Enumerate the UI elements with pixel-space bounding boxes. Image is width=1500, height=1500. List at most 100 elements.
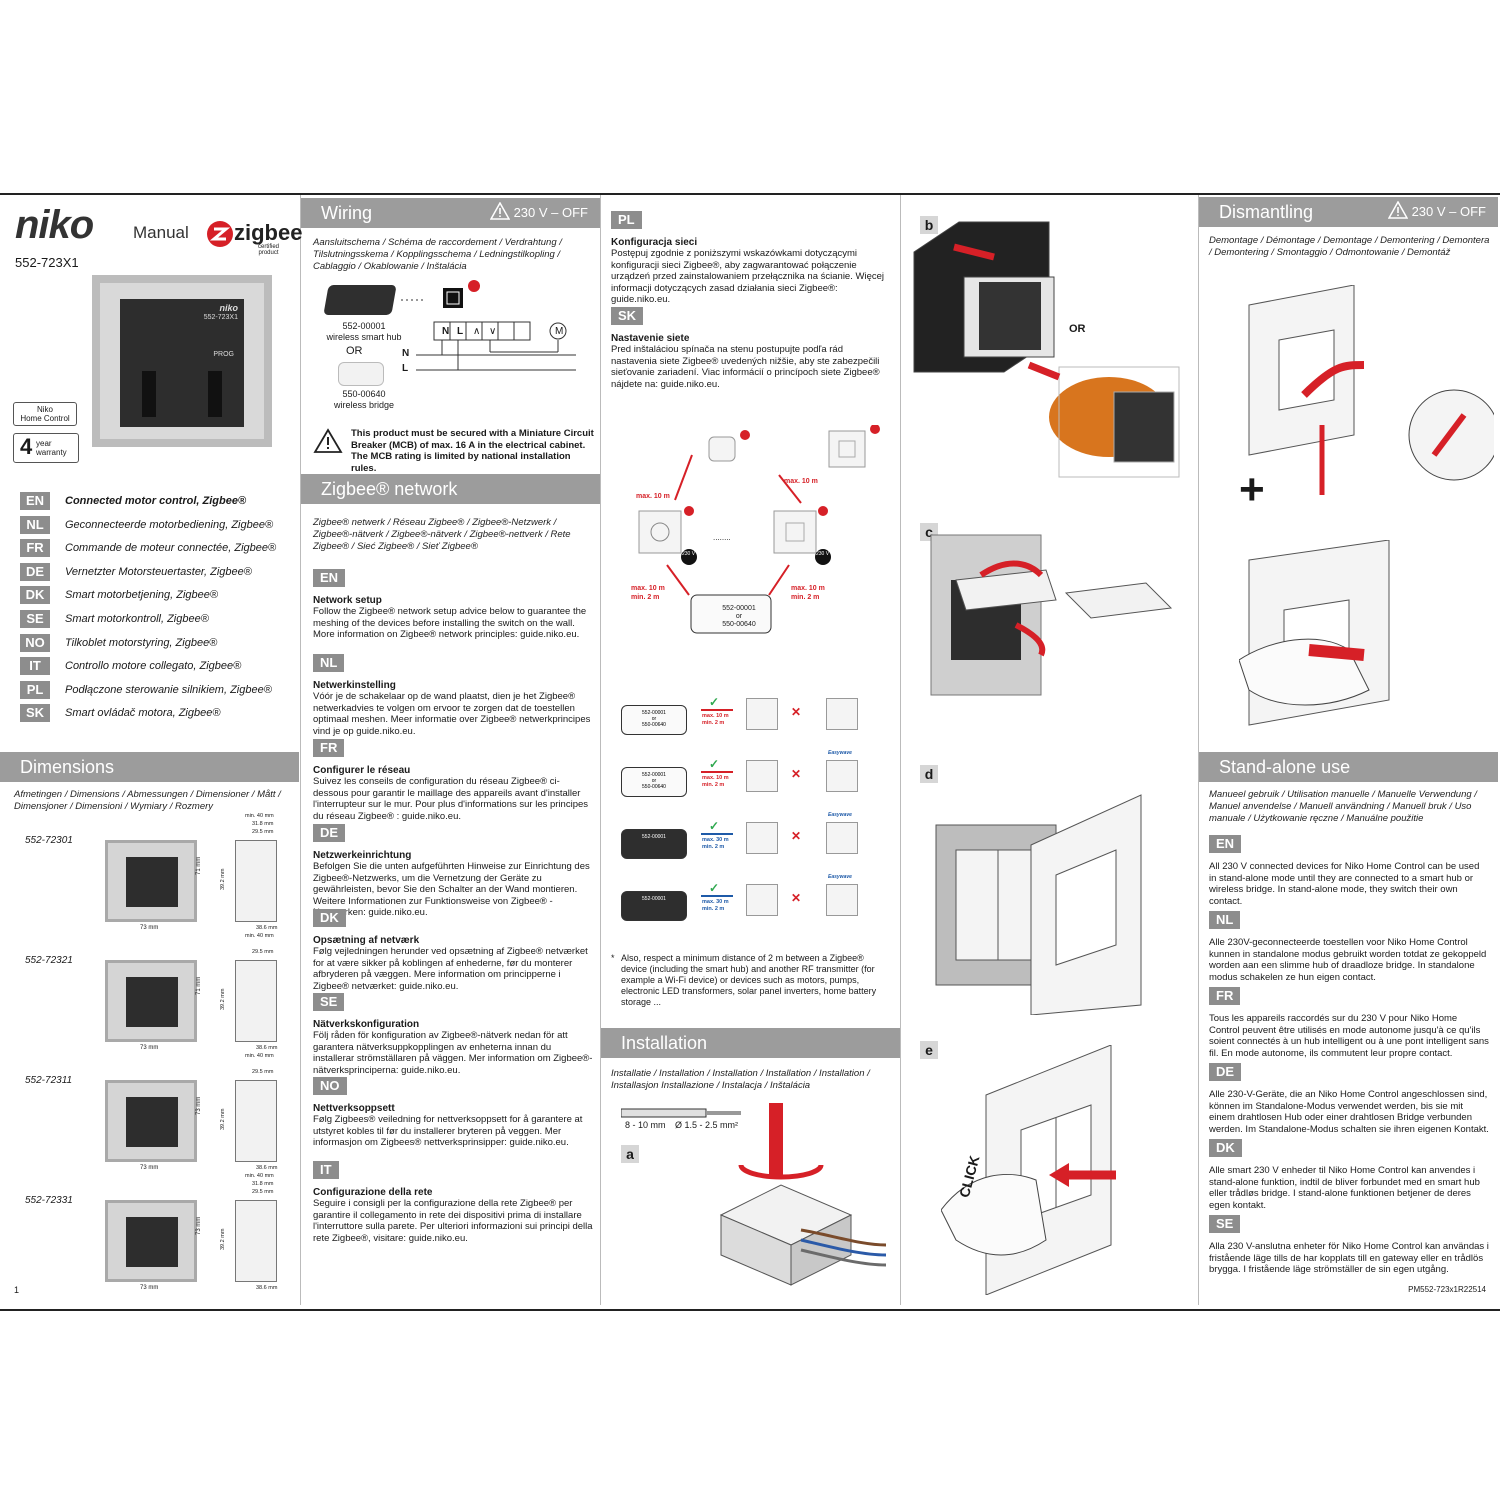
page-number: 1 <box>14 1285 20 1295</box>
wiring-schematic <box>401 280 576 371</box>
strip-length: 8 - 10 mm <box>625 1120 666 1130</box>
dimension-device-core <box>126 1097 178 1147</box>
mesh-or: or <box>735 613 743 620</box>
section-language-tag: SE <box>1209 1215 1241 1233</box>
range-min-distance: min. 2 m <box>702 844 725 850</box>
section-body: Alle smart 230 V enheder til Niko Home C… <box>1209 1165 1480 1211</box>
device-model: 552-723X1 <box>203 314 238 321</box>
column-divider <box>600 195 601 1305</box>
section-body: Tous les appareils raccordés sur du 230 … <box>1209 1013 1489 1059</box>
section-heading: Configurer le réseau <box>313 765 411 776</box>
section-language-tag: NL <box>1209 911 1241 929</box>
dismantling-warning-text: 230 V – OFF <box>1411 204 1486 219</box>
installation-title: Installation <box>621 1033 708 1053</box>
hub-ref: 552-00001 <box>342 321 386 331</box>
installation-header: Installation <box>601 1028 900 1058</box>
mesh-hub-ref: 552-00001 <box>722 605 756 612</box>
range-or: or <box>651 778 657 784</box>
dimension-device-core <box>126 1217 178 1267</box>
range-bridge-ref: 550-00640 <box>642 722 666 728</box>
mesh-dist-3: max. 10 m <box>631 585 665 592</box>
zigbee-logo: zigbee certified product <box>206 220 302 256</box>
standalone-title: Stand-alone use <box>1219 757 1351 777</box>
dimension-width: 73 mm <box>140 925 159 931</box>
warranty-badge: 4 year warranty <box>13 433 79 463</box>
dimension-depth-5: 39.2 mm <box>220 868 226 890</box>
range-hub-ref: 552-00001 <box>642 710 666 716</box>
mesh-bridge-ref: 550-00640 <box>722 621 756 628</box>
section-body: Pred inštaláciou spínača na stenu postup… <box>611 344 880 390</box>
section-language-tag: SE <box>313 993 345 1011</box>
dismantling-plus: + <box>1239 465 1265 514</box>
nhc-badge: Niko Home Control <box>13 402 77 426</box>
niko-logo: niko <box>15 203 94 247</box>
section-body: Alle 230V-geconnecteerde toestellen voor… <box>1209 937 1487 983</box>
cross-icon: ✕ <box>791 767 802 781</box>
section-body: Vóór je de schakelaar op de wand plaatst… <box>313 691 591 737</box>
section-language-tag: FR <box>1209 987 1241 1005</box>
dismantling-subtitle: Demontage / Démontage / Demontage / Demo… <box>1209 235 1490 258</box>
standalone-section: SE Alla 230 V-anslutna enheter för Niko H… <box>1209 1215 1489 1276</box>
dimension-depth-3: 29.5 mm <box>252 1189 274 1195</box>
column-divider <box>1198 195 1199 1305</box>
dimension-depth-min: min. 40 mm <box>245 813 274 819</box>
check-icon: ✓ <box>709 757 720 771</box>
section-heading: Konfiguracja sieci <box>611 237 698 248</box>
standalone-section: NL Alle 230V-geconnecteerde toestellen vo… <box>1209 911 1489 983</box>
dimension-front-view <box>105 840 197 922</box>
dimension-ref: 552-72311 <box>25 1075 73 1086</box>
step-e-illustration <box>941 1045 1116 1295</box>
dimensions-subtitle: Afmetingen / Dimensions / Abmessungen / … <box>14 789 281 812</box>
check-icon: ✓ <box>709 881 720 895</box>
dimension-front-view <box>105 1080 197 1162</box>
range-hub: 552-00001 <box>621 891 687 921</box>
section-language-tag: DE <box>1209 1063 1242 1081</box>
language-code: DK <box>20 586 50 605</box>
range-hub-ref: 552-00001 <box>642 834 666 840</box>
dimension-depth-2: 31.8 mm <box>252 821 274 827</box>
footnote-mark: * <box>611 953 615 963</box>
dimension-front-view <box>105 960 197 1042</box>
section-heading: Network setup <box>313 595 382 606</box>
dimension-width: 73 mm <box>140 1165 159 1171</box>
wiring-warning: 230 V – OFF <box>489 198 588 228</box>
section-heading: Configurazione della rete <box>313 1187 433 1198</box>
language-code: EN <box>20 492 50 510</box>
range-distance: max. 10 m <box>702 775 729 781</box>
wiring-or: OR <box>346 345 363 357</box>
check-icon: ✓ <box>709 695 720 709</box>
dimension-ref: 552-72321 <box>25 955 73 966</box>
section-heading: Opsætning af netværk <box>313 935 420 946</box>
document-code: PM552-723x1R22514 <box>1408 1285 1486 1294</box>
language-code: SE <box>20 610 50 628</box>
bridge-ref: 550-00640 <box>342 389 386 399</box>
section-body: Följ råden för konfiguration av Zigbee®-… <box>313 1030 593 1076</box>
section-body: Alla 230 V-anslutna enheter för Niko Hom… <box>1209 1241 1489 1275</box>
range-arrow <box>701 895 733 897</box>
dimension-front-view <box>105 1200 197 1282</box>
section-heading: Netwerkinstelling <box>313 680 396 691</box>
dimension-depth-4: 38.6 mm <box>256 925 278 931</box>
section-body: Seguire i consigli per la configurazione… <box>313 1198 593 1244</box>
language-product-name: Vernetzter Motorsteuertaster, Zigbee® <box>65 565 252 578</box>
language-product-name: Podłączone sterowanie silnikiem, Zigbee® <box>65 683 272 696</box>
wiring-subtitle: Aansluitschema / Schéma de raccordement … <box>313 237 562 272</box>
zigbee-header: Zigbee® network <box>301 474 600 504</box>
dimension-depth-5: 39.2 mm <box>220 988 226 1010</box>
mesh-min-4: min. 2 m <box>791 594 820 601</box>
wire-section: Ø 1.5 - 2.5 mm² <box>675 1120 739 1130</box>
motor-symbol: M <box>555 326 564 337</box>
dimension-depth-5: 39.2 mm <box>220 1108 226 1130</box>
section-language-tag: IT <box>313 1161 339 1179</box>
column-cover: niko Manual zigbee certified product 552… <box>0 195 302 1305</box>
